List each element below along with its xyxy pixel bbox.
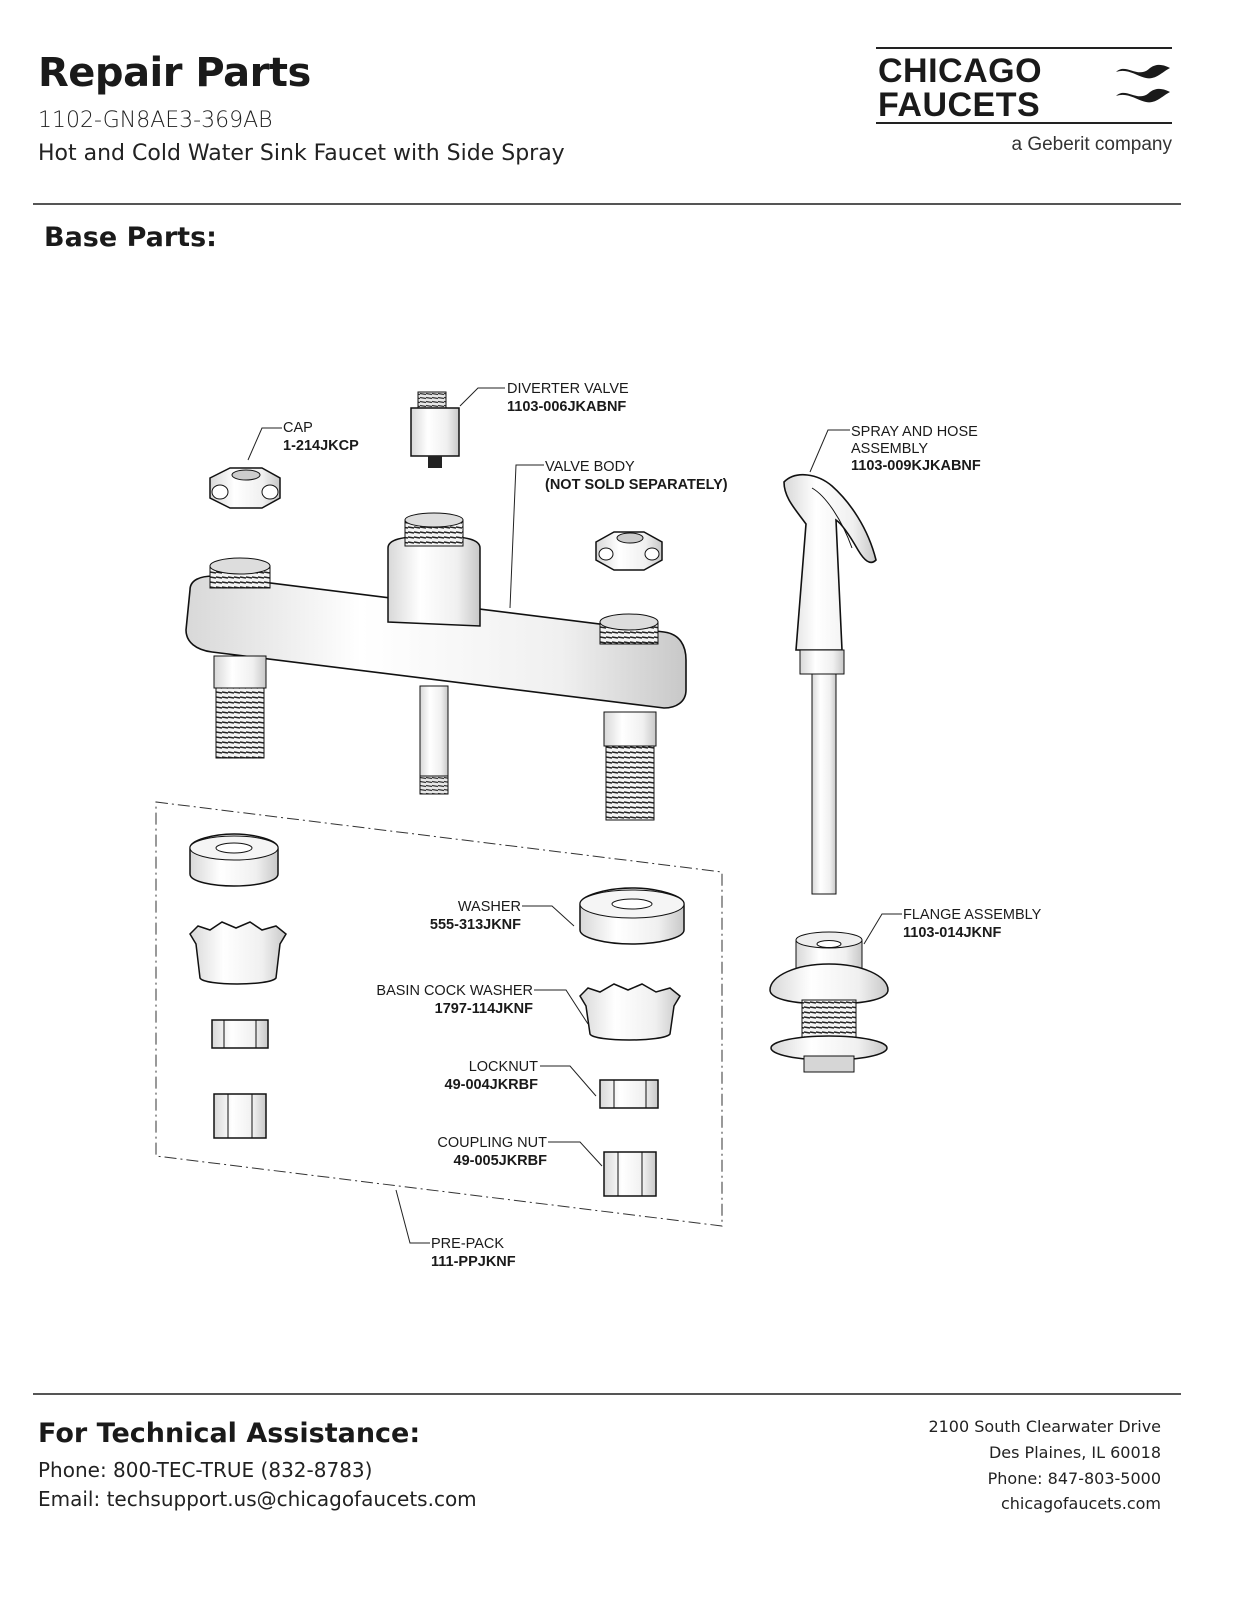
model-number: 1102-GN8AE3-369AB xyxy=(38,108,273,133)
product-description: Hot and Cold Water Sink Faucet with Side… xyxy=(38,141,565,166)
tech-phone: Phone: 800-TEC-TRUE (832-8783) xyxy=(38,1458,373,1482)
pre-pack-right-parts xyxy=(579,887,685,1197)
pn-coupling-nut: 49-005JKRBF xyxy=(454,1153,548,1169)
spray-hose-part xyxy=(783,474,877,895)
label-spray-hose-2: ASSEMBLY xyxy=(851,441,928,457)
label-locknut: LOCKNUT xyxy=(469,1059,538,1075)
label-pre-pack: PRE-PACK xyxy=(431,1236,504,1252)
website-link[interactable]: chicagofaucets.com xyxy=(1000,1494,1161,1513)
diverter-valve-part xyxy=(410,391,460,468)
label-flange-assembly: FLANGE ASSEMBLY xyxy=(903,907,1042,923)
pre-pack-left-parts xyxy=(189,833,287,1139)
exploded-parts-diagram: DIVERTER VALVE 1103-006JKABNF CAP 1-214J… xyxy=(155,381,1042,1270)
footer-divider xyxy=(33,1393,1181,1395)
pn-spray-hose: 1103-009KJKABNF xyxy=(851,458,981,474)
label-coupling-nut: COUPLING NUT xyxy=(437,1135,547,1151)
pn-valve-body: (NOT SOLD SEPARATELY) xyxy=(545,477,728,493)
logo-bottom-rule xyxy=(876,122,1172,124)
label-cap: CAP xyxy=(283,420,313,436)
pn-pre-pack: 111-PPJKNF xyxy=(431,1254,516,1270)
pn-basin-cock-washer: 1797-114JKNF xyxy=(435,1001,533,1017)
pn-cap: 1-214JKCP xyxy=(283,438,359,454)
section-title: Base Parts: xyxy=(44,222,217,253)
logo-line-2: FAUCETS xyxy=(878,86,1041,124)
logo-tagline: a Geberit company xyxy=(1011,134,1172,155)
pn-flange-assembly: 1103-014JKNF xyxy=(903,925,1001,941)
pn-locknut: 49-004JKRBF xyxy=(445,1077,539,1093)
tech-email[interactable]: Email: techsupport.us@chicagofaucets.com xyxy=(38,1487,477,1511)
address-phone: Phone: 847-803-5000 xyxy=(987,1469,1161,1488)
label-diverter-valve: DIVERTER VALVE xyxy=(507,381,629,397)
header-divider xyxy=(33,203,1181,205)
page-title: Repair Parts xyxy=(38,50,311,96)
tech-assistance-heading: For Technical Assistance: xyxy=(38,1418,421,1449)
pre-pack-boundary xyxy=(155,801,723,1227)
address-street: 2100 South Clearwater Drive xyxy=(928,1417,1161,1436)
chicago-faucets-logo: CHICAGO FAUCETS a Geberit company xyxy=(876,44,1176,164)
label-basin-cock-washer: BASIN COCK WASHER xyxy=(376,983,533,999)
label-washer: WASHER xyxy=(458,899,521,915)
pn-diverter-valve: 1103-006JKABNF xyxy=(507,399,626,415)
valve-body-part xyxy=(185,512,687,821)
label-valve-body: VALVE BODY xyxy=(545,459,635,475)
logo-line-1: CHICAGO xyxy=(878,52,1043,90)
label-spray-hose-1: SPRAY AND HOSE xyxy=(851,424,978,440)
pn-washer: 555-313JKNF xyxy=(430,917,521,933)
wave-icon xyxy=(1116,64,1170,103)
logo-top-rule xyxy=(876,47,1172,49)
leader-lines xyxy=(247,387,902,1244)
cap-left-part xyxy=(209,467,281,509)
cap-right-part xyxy=(595,531,663,571)
address-city: Des Plaines, IL 60018 xyxy=(988,1443,1161,1462)
flange-assembly-part xyxy=(769,931,889,1073)
